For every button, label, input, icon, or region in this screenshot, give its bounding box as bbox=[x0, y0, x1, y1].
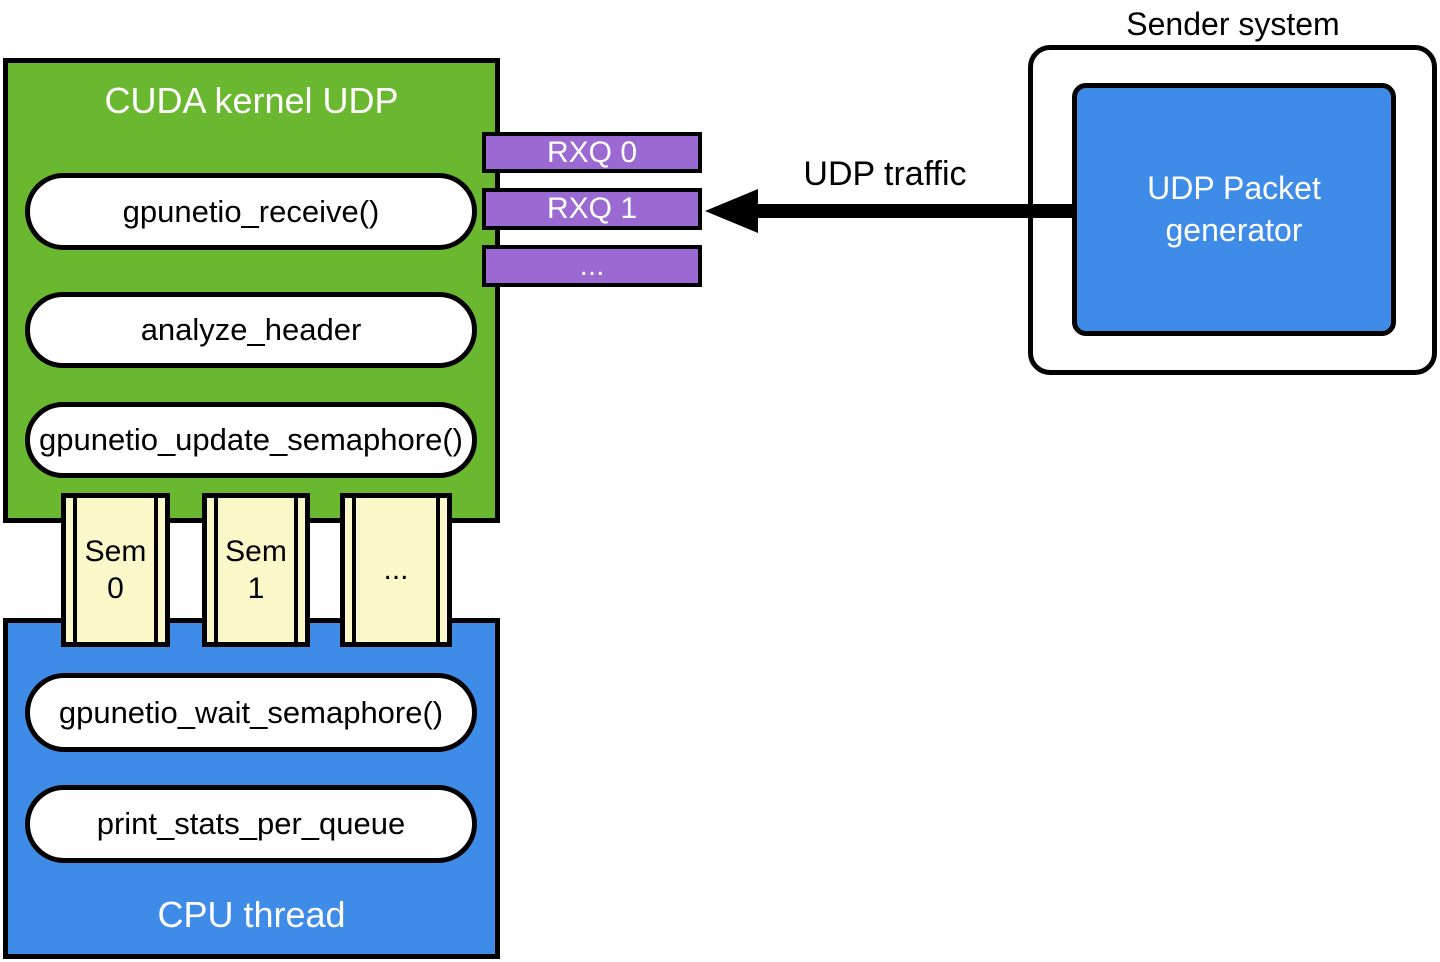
gpunetio-receive-label: gpunetio_receive() bbox=[122, 193, 380, 229]
print-stats-per-queue-pill: print_stats_per_queue bbox=[25, 785, 477, 863]
semaphore-0: Sem 0 bbox=[61, 493, 170, 647]
udp-packet-generator-line2: generator bbox=[1165, 211, 1303, 248]
semaphore-more-line1: ... bbox=[383, 553, 409, 587]
rx-queue-1: RXQ 1 bbox=[482, 188, 702, 230]
gpunetio-update-semaphore-label: gpunetio_update_semaphore() bbox=[39, 422, 463, 457]
gpunetio-wait-semaphore-pill: gpunetio_wait_semaphore() bbox=[25, 673, 477, 752]
print-stats-per-queue-label: print_stats_per_queue bbox=[96, 806, 406, 841]
rx-queue-1-label: RXQ 1 bbox=[546, 192, 638, 225]
analyze-header-pill: analyze_header bbox=[25, 292, 477, 368]
semaphore-1-line1: Sem bbox=[225, 534, 287, 568]
analyze-header-label: analyze_header bbox=[140, 312, 362, 347]
semaphore-1: Sem 1 bbox=[202, 493, 310, 647]
semaphore-0-line1: Sem bbox=[84, 534, 147, 568]
semaphore-1-line2: 1 bbox=[247, 572, 265, 605]
semaphore-0-line2: 0 bbox=[107, 572, 124, 605]
rx-queue-0-label: RXQ 0 bbox=[546, 135, 638, 169]
udp-traffic-label: UDP traffic bbox=[803, 155, 967, 193]
gpunetio-wait-semaphore-label: gpunetio_wait_semaphore() bbox=[58, 694, 444, 730]
semaphore-more: ... bbox=[340, 493, 452, 647]
sender-system-label: Sender system bbox=[1126, 6, 1340, 42]
cuda-kernel-title: CUDA kernel UDP bbox=[104, 80, 399, 121]
gpunetio-update-semaphore-pill: gpunetio_update_semaphore() bbox=[25, 402, 477, 478]
rx-queue-more: ... bbox=[482, 245, 702, 287]
rx-queue-0: RXQ 0 bbox=[482, 132, 702, 173]
gpunetio-receive-pill: gpunetio_receive() bbox=[25, 173, 477, 250]
cpu-thread-title: CPU thread bbox=[157, 894, 346, 935]
udp-traffic-arrowhead-icon bbox=[705, 189, 758, 233]
rx-queue-more-label: ... bbox=[579, 249, 605, 282]
udp-packet-generator-box: UDP Packet generator bbox=[1072, 83, 1396, 336]
udp-packet-generator-line1: UDP Packet bbox=[1147, 169, 1321, 206]
udp-traffic-arrow-shaft bbox=[757, 204, 1073, 218]
